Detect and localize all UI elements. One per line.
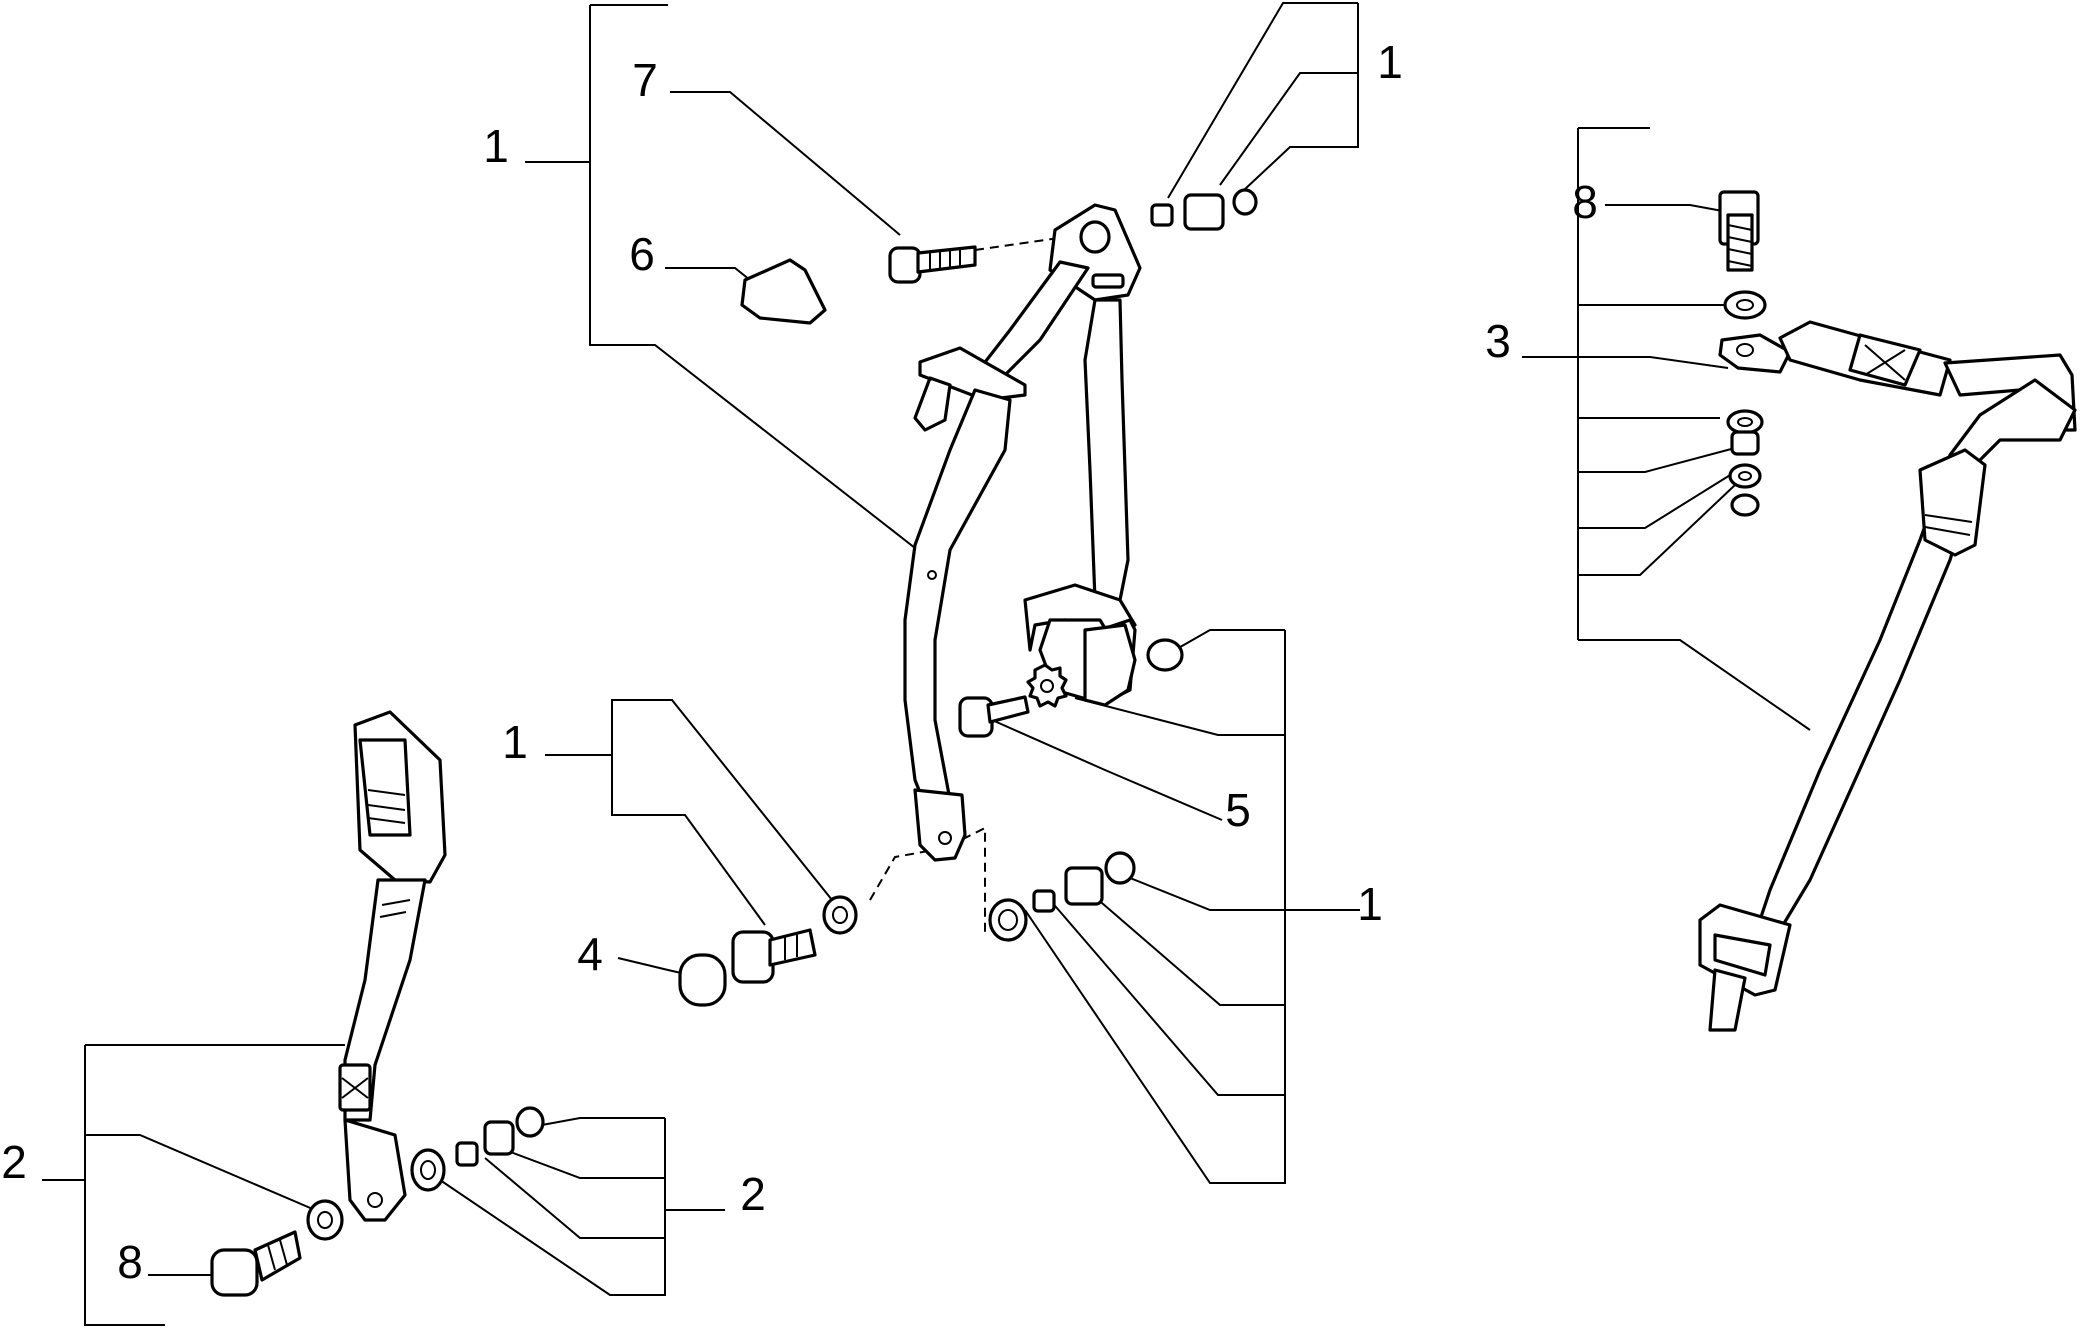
leader-tongue-dash xyxy=(869,826,986,935)
callout-1-top-right: 1 xyxy=(1377,36,1403,88)
bolt-5 xyxy=(958,663,1068,738)
callout-1-top-left: 1 xyxy=(483,120,509,172)
leader-6 xyxy=(665,267,751,281)
callout-3: 3 xyxy=(1485,315,1511,367)
callout-6: 6 xyxy=(629,228,655,280)
callout-2-left: 2 xyxy=(1,1136,27,1188)
upper-anchor-belt xyxy=(903,203,1142,862)
washer-retractor xyxy=(1146,638,1184,672)
bracket-group-2-left xyxy=(42,1044,345,1326)
bracket-group-1-mid-right xyxy=(1024,629,1360,1184)
leader-8-left xyxy=(148,1272,221,1276)
bolt-cap-4 xyxy=(678,895,858,1007)
bolt-7 xyxy=(888,245,977,284)
spacers-top-right xyxy=(1150,188,1258,231)
leader-7-dash xyxy=(974,234,1081,251)
spacers-lower-left xyxy=(306,1106,545,1241)
callout-8-left: 8 xyxy=(117,1236,143,1288)
bracket-group-right xyxy=(1522,127,1811,731)
cover-6 xyxy=(740,258,827,325)
bracket-group-1-upper xyxy=(525,4,916,549)
buckle-lower-left xyxy=(338,710,447,1222)
spacers-mid-right xyxy=(988,851,1136,942)
callout-4: 4 xyxy=(577,928,603,980)
callout-5: 5 xyxy=(1225,784,1251,836)
callout-1-mid-right: 1 xyxy=(1357,878,1383,930)
bolt-8-left xyxy=(210,1230,302,1297)
bracket-group-1-top-right xyxy=(1167,2,1359,199)
callout-2-right: 2 xyxy=(740,1168,766,1220)
bracket-group-1-mid-left xyxy=(545,699,833,926)
callout-8-right: 8 xyxy=(1572,176,1598,228)
leader-7 xyxy=(670,91,901,236)
callout-7: 7 xyxy=(632,54,658,106)
callout-1-mid-left: 1 xyxy=(502,716,528,768)
right-belt-assembly xyxy=(1698,190,2077,1032)
leader-5 xyxy=(991,719,1223,821)
bracket-group-2-right xyxy=(439,1117,725,1296)
